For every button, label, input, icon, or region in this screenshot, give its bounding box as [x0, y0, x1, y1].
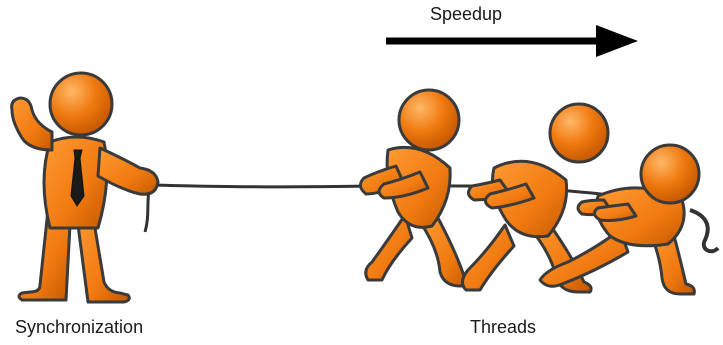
- threads-label: Threads: [470, 317, 537, 337]
- puller-figure-icon: [461, 102, 610, 294]
- manager-figure-icon: [10, 71, 160, 304]
- speedup-arrow-icon: [386, 25, 638, 57]
- synchronization-label: Synchronization: [15, 317, 144, 337]
- puller-figure-icon: [538, 143, 701, 296]
- puller-figure-icon: [359, 88, 473, 288]
- speedup-label: Speedup: [430, 4, 503, 24]
